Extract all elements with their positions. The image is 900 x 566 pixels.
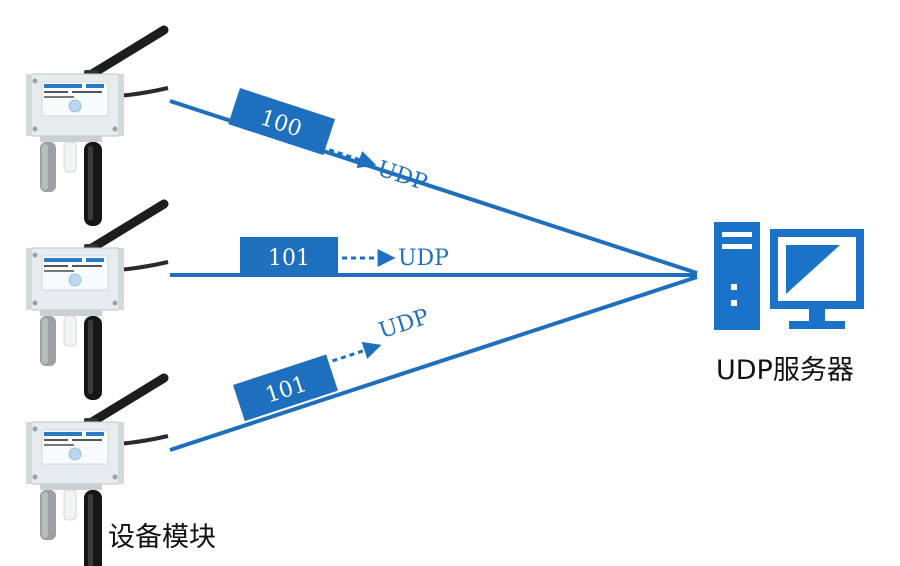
packet-group-2: 101 UDP — [240, 237, 449, 275]
packet-tag — [228, 88, 336, 156]
link-line-3 — [169, 275, 698, 452]
server-caption: UDP服务器 — [716, 355, 854, 386]
dashed-arrow — [328, 148, 377, 169]
desktop-server-icon — [714, 222, 864, 330]
protocol-label: UDP — [376, 304, 432, 344]
sensor-device-2 — [26, 204, 168, 400]
sensor-device-1 — [26, 30, 168, 226]
wireless-sensor-icon — [26, 30, 168, 226]
device-caption: 设备模块 — [108, 522, 216, 553]
packet-id: 101 — [268, 246, 310, 271]
dashed-arrow — [331, 341, 382, 363]
protocol-label: UDP — [374, 156, 430, 196]
packet-group-1: 100 UDP — [228, 88, 430, 196]
packet-tag — [233, 354, 338, 422]
packet-group-3: 101 UDP — [233, 304, 432, 422]
protocol-label: UDP — [398, 246, 449, 271]
packet-tag — [240, 237, 338, 275]
wireless-sensor-icon — [26, 204, 168, 400]
